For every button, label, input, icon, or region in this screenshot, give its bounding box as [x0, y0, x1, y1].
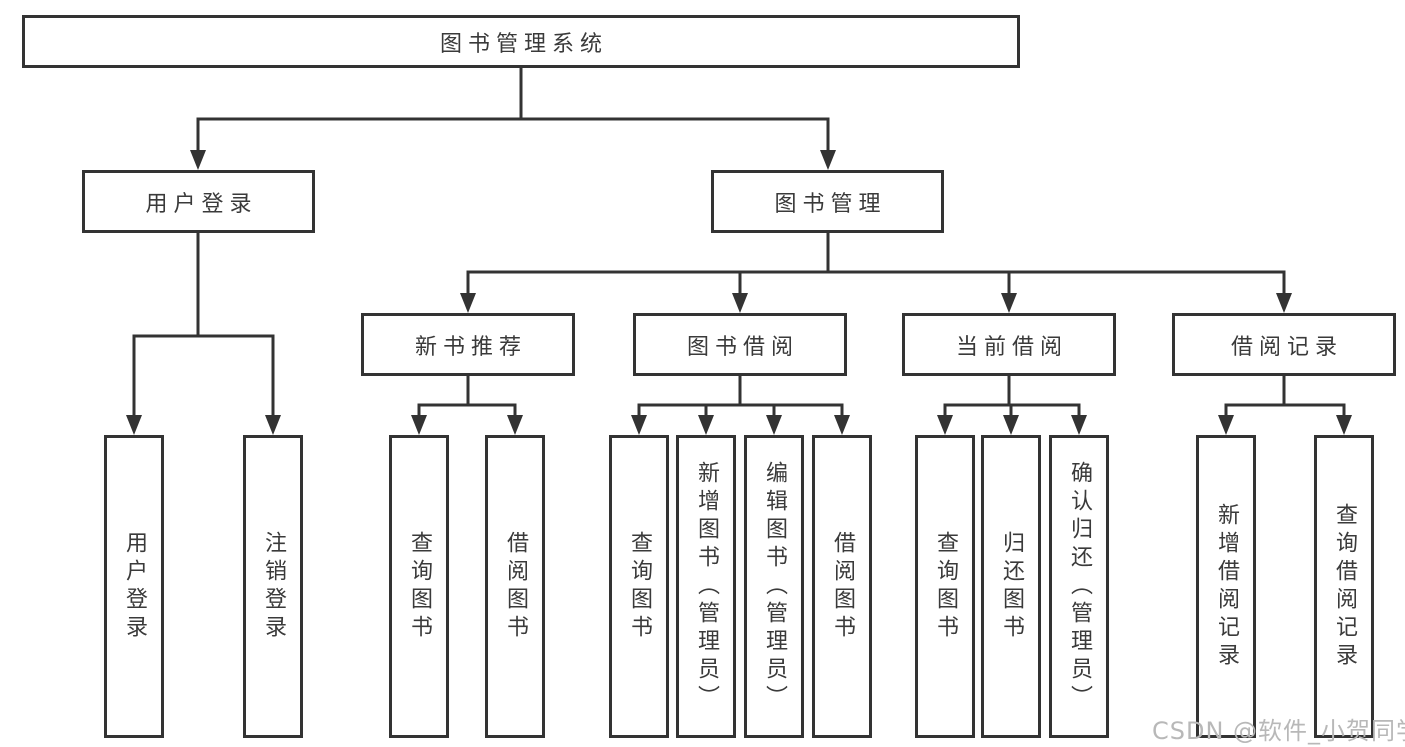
leaf-confirm-return-admin-label: 确认归还（管理员） — [1067, 460, 1092, 713]
leaf-return-books: 归还图书 — [981, 435, 1041, 738]
leaf-logout-label: 注销登录 — [261, 530, 286, 643]
leaf-query-borrow-record: 查询借阅记录 — [1314, 435, 1374, 738]
leaf-add-borrow-record-label: 新增借阅记录 — [1214, 502, 1239, 671]
leaf-borrow-books-label: 借阅图书 — [830, 530, 855, 643]
leaf-confirm-return-admin: 确认归还（管理员） — [1049, 435, 1109, 738]
node-new-book-recommend-label: 新书推荐 — [414, 334, 527, 360]
leaf-query-books-current-label: 查询图书 — [933, 530, 958, 643]
leaf-add-borrow-record: 新增借阅记录 — [1196, 435, 1256, 738]
leaf-user-login: 用户登录 — [104, 435, 164, 738]
leaf-query-books-current: 查询图书 — [915, 435, 975, 738]
leaf-edit-book-admin: 编辑图书（管理员） — [744, 435, 804, 738]
node-book-management: 图书管理 — [711, 170, 944, 233]
leaf-edit-book-admin-label: 编辑图书（管理员） — [762, 460, 787, 713]
node-current-borrowing-label: 当前借阅 — [955, 334, 1068, 360]
leaf-borrow-books-recommend: 借阅图书 — [485, 435, 545, 738]
leaf-query-books-recommend: 查询图书 — [389, 435, 449, 738]
leaf-user-login-label: 用户登录 — [122, 530, 147, 643]
node-borrow-records: 借阅记录 — [1172, 313, 1396, 376]
leaf-query-borrow-record-label: 查询借阅记录 — [1332, 502, 1357, 671]
node-book-management-label: 图书管理 — [774, 191, 887, 217]
leaf-borrow-books-recommend-label: 借阅图书 — [503, 530, 528, 643]
leaf-query-books-borrowing-label: 查询图书 — [627, 530, 652, 643]
node-current-borrowing: 当前借阅 — [902, 313, 1116, 376]
node-new-book-recommend: 新书推荐 — [361, 313, 575, 376]
node-user-login-label: 用户登录 — [145, 191, 258, 217]
leaf-add-book-admin-label: 新增图书（管理员） — [694, 460, 719, 713]
leaf-query-books-recommend-label: 查询图书 — [407, 530, 432, 643]
node-root: 图书管理系统 — [22, 15, 1020, 68]
node-borrow-records-label: 借阅记录 — [1230, 334, 1343, 360]
leaf-return-books-label: 归还图书 — [999, 530, 1024, 643]
node-root-label: 图书管理系统 — [439, 31, 608, 57]
watermark: CSDN @软件_小贺同学 — [1152, 717, 1405, 745]
leaf-add-book-admin: 新增图书（管理员） — [676, 435, 736, 738]
leaf-logout: 注销登录 — [243, 435, 303, 738]
leaf-borrow-books: 借阅图书 — [812, 435, 872, 738]
node-book-borrowing: 图书借阅 — [633, 313, 847, 376]
node-book-borrowing-label: 图书借阅 — [686, 334, 799, 360]
leaf-query-books-borrowing: 查询图书 — [609, 435, 669, 738]
tree-edges — [132, 67, 1346, 418]
node-user-login: 用户登录 — [82, 170, 315, 233]
